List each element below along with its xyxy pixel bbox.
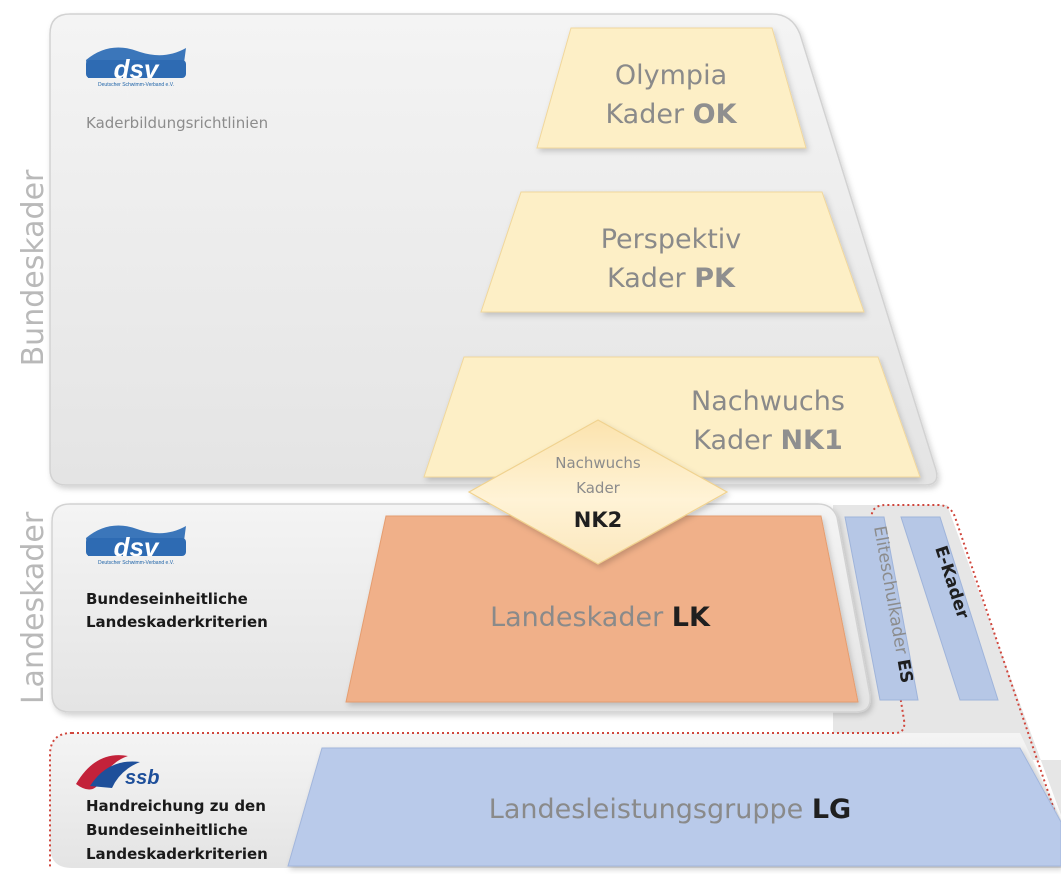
dsv-logo-landeskader-subtitle: Deutscher Schwimm-Verband e.V. [98,560,174,566]
ssb-logo-text: ssb [125,767,159,789]
side-label-landeskader: Landeskader [16,511,51,704]
tier-lg [287,747,1061,867]
tier-lk-abbr: LK [672,602,711,633]
dsv-logo: dsv Deutscher Schwimm-Verband e.V. [86,47,186,88]
tier-nk1-line2: Kader NK1 [693,425,843,456]
tier-lg-label: Landesleistungsgruppe LG [489,794,851,825]
dsv-logo-text: dsv [114,54,160,84]
landeskader-caption-line2: Landeskaderkriterien [86,613,268,631]
tier-ok-line1: Olympia [615,60,727,91]
tier-ok-abbr: OK [693,99,738,130]
tier-ekader [900,516,999,701]
tier-pk-line1: Perspektiv [601,224,742,255]
lg-caption-line3: Landeskaderkriterien [86,845,268,863]
tier-pk [480,191,865,313]
tier-es [844,516,919,701]
dsv-logo-landeskader: dsv Deutscher Schwimm-Verband e.V. [86,525,186,566]
tier-nk1 [423,356,921,478]
tier-es-abbr: ES [893,658,917,685]
tier-pk-line2: Kader PK [607,263,736,294]
tier-pk-abbr: PK [694,263,736,294]
tier-nk2-line1: Nachwuchs [555,454,641,472]
lg-caption-line1: Handreichung zu den [86,797,266,815]
lg-caption-line2: Bundeseinheitliche [86,821,248,839]
tier-lg-abbr: LG [812,794,851,825]
tier-nk1-line1: Nachwuchs [691,386,845,417]
tier-lk-label: Landeskader LK [490,602,711,633]
tier-nk1-abbr: NK1 [780,425,842,456]
dotted-border-left [49,732,73,868]
tier-nk1-kader: Kader [693,425,780,456]
landeskader-caption-line1: Bundeseinheitliche [86,590,248,608]
tier-nk2 [467,419,729,565]
dotted-border-upper [72,504,1061,831]
dsv-logo-landeskader-text: dsv [114,532,160,562]
tier-lk-text: Landeskader [490,602,672,633]
tier-ok [536,27,807,149]
ssb-logo: ssb [76,755,159,790]
side-label-bundeskader: Bundeskader [16,169,51,366]
bundeskader-caption: Kaderbildungsrichtlinien [86,114,268,132]
tier-pk-kader: Kader [607,263,694,294]
tier-lg-text: Landesleistungsgruppe [489,794,812,825]
dsv-logo-subtitle: Deutscher Schwimm-Verband e.V. [98,82,174,88]
tier-ok-line2: Kader OK [605,99,737,130]
tier-nk2-line2: Kader [576,479,621,497]
tier-nk2-abbr: NK2 [574,508,622,532]
tier-ok-kader: Kader [605,99,692,130]
